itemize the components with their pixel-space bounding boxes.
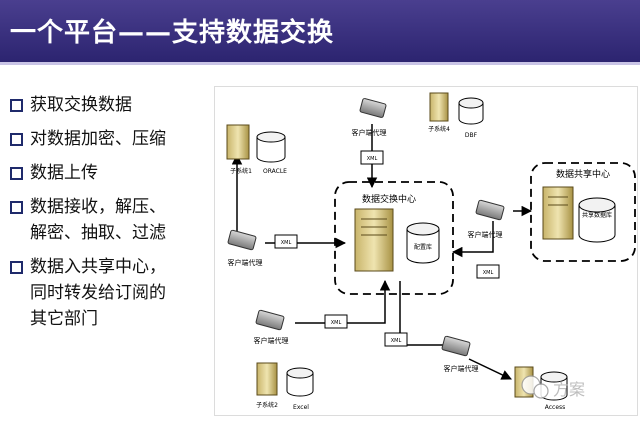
share-db-label: 共享数据库 — [582, 211, 612, 219]
agent-label: 客户端代理 — [468, 230, 503, 239]
agent-label: 客户端代理 — [352, 128, 387, 137]
agent-device-icon — [359, 98, 387, 118]
subsys2-label: 子系统2 — [256, 401, 278, 409]
share-server-icon — [542, 186, 574, 240]
oracle-label: ORACLE — [263, 168, 287, 175]
header-divider — [0, 62, 640, 65]
xml-doc-icon — [360, 150, 384, 165]
wechat-watermark-icon — [521, 375, 549, 399]
config-db-icon — [406, 222, 440, 264]
agent-device-icon — [441, 335, 471, 357]
bullet-item: 获取交换数据 — [6, 92, 206, 118]
subsys2-server-icon — [256, 362, 278, 396]
exchange-center-group — [334, 181, 454, 295]
exchange-server-icon — [354, 208, 394, 272]
xml-doc-icon — [384, 332, 408, 347]
agent-device-icon — [255, 309, 285, 331]
subsys1-server-icon — [226, 124, 250, 160]
config-db-label: 配置库 — [414, 243, 432, 251]
xml-doc-icon — [476, 264, 500, 279]
exchange-center-title: 数据交换中心 — [362, 193, 416, 205]
watermark-text: 方案 — [553, 380, 585, 399]
subsys4-label: 子系统4 — [428, 125, 450, 133]
bullet-item: 数据接收，解压、解密、抽取、过滤 — [6, 194, 206, 246]
xml-label: XML — [391, 338, 402, 344]
agent-label: 客户端代理 — [254, 336, 289, 345]
bullet-item: 对数据加密、压缩 — [6, 126, 206, 152]
subsys4-server-icon — [429, 92, 449, 122]
header-bar: 一个平台——支持数据交换 — [0, 0, 640, 62]
xml-label: XML — [367, 156, 378, 162]
share-center-group — [530, 162, 636, 262]
xml-label: XML — [331, 320, 342, 326]
data-exchange-diagram: 数据交换中心 配置库 数据共享中心 共享数据库 客户端代理 子系统4 DBF X… — [214, 86, 638, 416]
bullet-list: 获取交换数据 对数据加密、压缩 数据上传 数据接收，解压、解密、抽取、过滤 数据… — [6, 92, 206, 340]
xml-doc-icon — [324, 314, 348, 329]
dbf-db-icon — [458, 97, 484, 125]
square-bullet-icon — [10, 99, 23, 112]
square-bullet-icon — [10, 167, 23, 180]
square-bullet-icon — [10, 201, 23, 214]
share-db-icon — [578, 197, 616, 243]
xml-label: XML — [281, 240, 292, 246]
excel-label: Excel — [293, 404, 309, 411]
dbf-label: DBF — [465, 132, 478, 139]
agent-device-icon — [227, 229, 257, 251]
subsys1-label: 子系统1 — [230, 167, 252, 175]
access-label: Access — [545, 404, 566, 411]
agent-label: 客户端代理 — [444, 364, 479, 373]
square-bullet-icon — [10, 261, 23, 274]
excel-db-icon — [286, 367, 314, 397]
agent-label: 客户端代理 — [228, 258, 263, 267]
xml-label: XML — [483, 270, 494, 276]
square-bullet-icon — [10, 133, 23, 146]
bullet-item: 数据入共享中心，同时转发给订阅的其它部门 — [6, 254, 206, 332]
bullet-item: 数据上传 — [6, 160, 206, 186]
oracle-db-icon — [256, 131, 286, 163]
xml-doc-icon — [274, 234, 298, 249]
share-center-title: 数据共享中心 — [556, 168, 610, 180]
page-title: 一个平台——支持数据交换 — [10, 18, 335, 48]
agent-device-icon — [475, 199, 505, 221]
